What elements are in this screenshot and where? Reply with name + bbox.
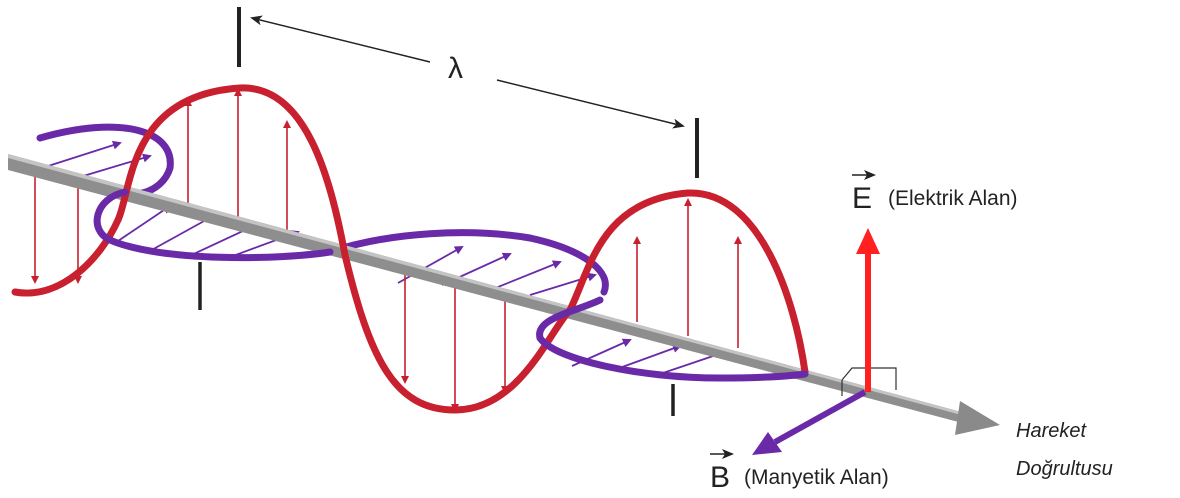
b-label-text: (Manyetik Alan) [744,466,889,489]
electric-vector [856,228,880,392]
electric-wave [11,84,809,414]
direction-line-2: Doğrultusu [1016,458,1113,480]
magnetic-field-arrows [41,140,727,375]
magnetic-wave-front [93,188,809,382]
b-symbol: B [710,461,730,494]
e-label-text: (Elektrik Alan) [888,187,1018,210]
direction-label: Hareket Doğrultusu [1016,420,1113,480]
e-symbol: E [852,182,872,215]
electric-field-label: E (Elektrik Alan) [852,170,1018,215]
node-ticks [198,262,675,416]
electric-field-arrows [31,88,742,412]
magnetic-vector [752,389,867,455]
propagation-axis [8,154,1000,435]
right-angle-marker [841,367,897,396]
magnetic-field-label: B (Manyetik Alan) [710,449,889,494]
direction-line-1: Hareket [1016,420,1087,442]
wavelength-marker: λ [237,7,699,178]
wavelength-symbol: λ [448,52,463,85]
